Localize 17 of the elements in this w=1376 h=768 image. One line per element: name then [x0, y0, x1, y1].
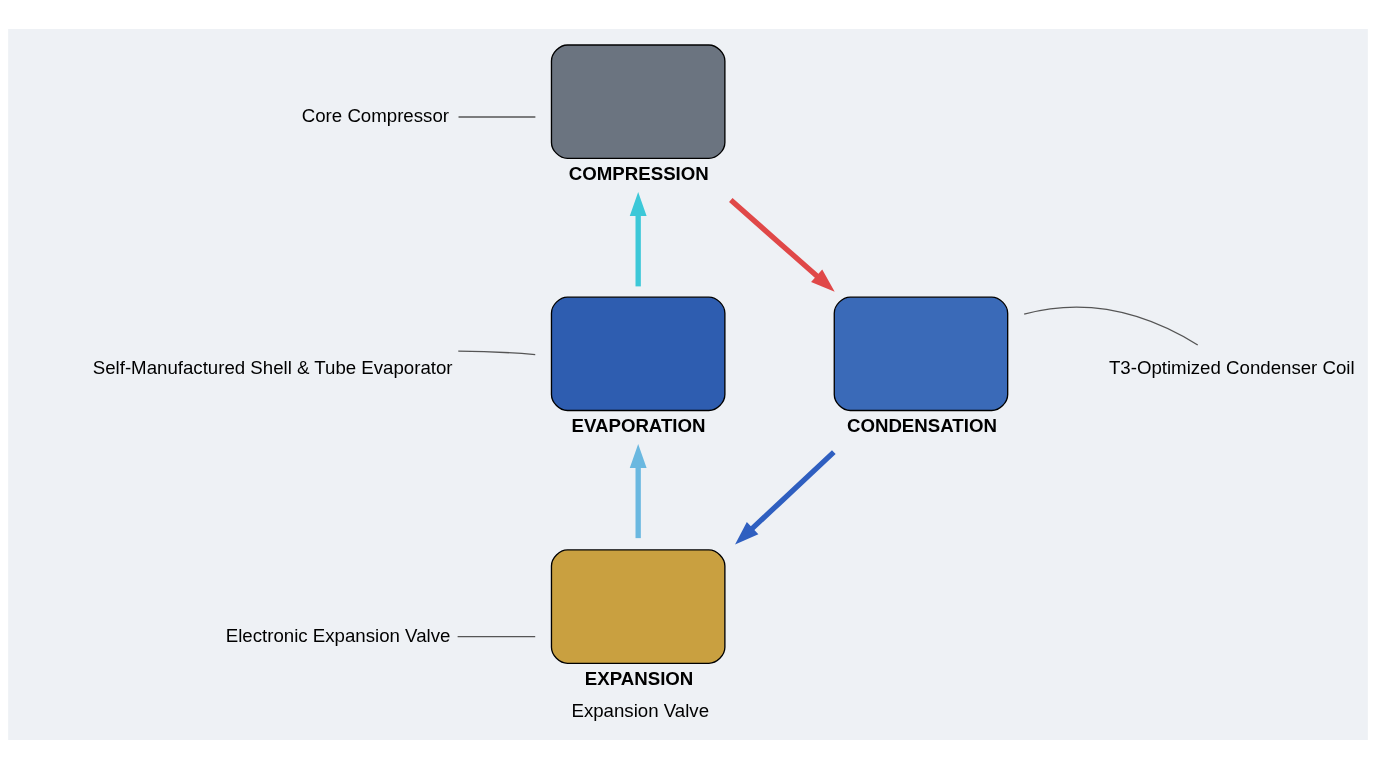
- node-label: CONDENSATION: [846, 414, 997, 436]
- arrow: [735, 449, 836, 545]
- node-text: Core Compressor: [301, 104, 449, 126]
- node-text: T3-Optimized Condenser Coil: [1108, 356, 1355, 378]
- node-label: EVAPORATION: [571, 414, 706, 436]
- connector: [1023, 306, 1199, 346]
- node-text: Self-Manufactured Shell & Tube Evaporator: [92, 356, 453, 378]
- connector: [457, 350, 536, 355]
- arrow: [629, 443, 647, 538]
- arrow: [729, 197, 835, 292]
- node-label: Expansion Valve: [571, 699, 710, 721]
- node-label: EXPANSION: [584, 667, 694, 689]
- connector: [456, 635, 536, 637]
- node-label: COMPRESSION: [568, 162, 709, 184]
- node-text: Electronic Expansion Valve: [225, 624, 451, 646]
- arrow: [629, 191, 647, 286]
- connector: [457, 115, 537, 118]
